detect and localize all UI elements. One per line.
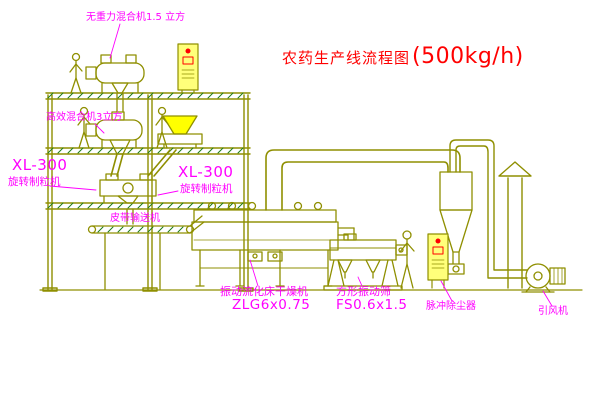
label-screen-name: 方形振动筛 [336, 285, 391, 298]
label-granulator-mid-name: 旋转制粒机 [180, 183, 233, 195]
granulator-upper-machine [157, 115, 203, 149]
label-belt-conveyor: 皮带输送机 [110, 213, 160, 224]
diagram-title-text: 农药生产线流程图 [282, 49, 411, 67]
exhaust-stack [498, 161, 532, 289]
platform-structure [42, 92, 254, 292]
control-panel-1 [177, 43, 199, 94]
cyclone-separator [439, 171, 473, 275]
label-high-efficiency-mixer: 高效混合机3立方 [46, 112, 123, 123]
fluid-bed-dryer-machine [191, 201, 355, 287]
gravity-mixer-machine [85, 54, 145, 113]
control-panel-2 [427, 233, 449, 289]
label-pulse-dust-collector: 脉冲除尘器 [426, 301, 476, 312]
feed-chutes [110, 149, 177, 177]
leader-lines [49, 23, 553, 307]
exhaust-pipe [449, 139, 528, 279]
label-dryer-name: 振动流化床干燥机 [220, 285, 308, 298]
diagram-title: 农药生产线流程图 (500kg/h) [282, 44, 524, 69]
granulator-lower-machine [99, 173, 157, 225]
label-induced-draft-fan: 引风机 [538, 306, 568, 317]
label-granulator-left-name: 旋转制粒机 [8, 176, 61, 188]
label-screen-model: FS0.6x1.5 [336, 297, 408, 313]
label-granulator-mid-model: XL-300 [178, 163, 234, 181]
label-dryer-model: ZLG6x0.75 [232, 297, 311, 313]
worker-figure-4 [399, 230, 415, 289]
worker-figure-2 [77, 106, 91, 149]
exhaust-duct [265, 149, 461, 211]
vibrating-screen-machine [323, 233, 408, 291]
worker-figure-3 [155, 106, 169, 149]
label-gravity-mixer: 无重力混合机1.5 立方 [86, 12, 186, 23]
worker-figure-1 [69, 52, 83, 94]
diagram-title-capacity: (500kg/h) [412, 44, 524, 69]
induced-draft-fan-machine [521, 263, 566, 293]
label-granulator-left-model: XL-300 [12, 156, 68, 174]
belt-conveyor-machine [87, 215, 205, 290]
